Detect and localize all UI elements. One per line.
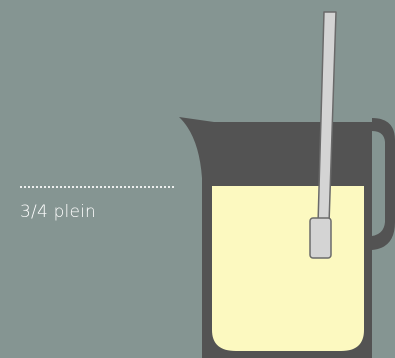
pitcher-handle xyxy=(372,118,395,250)
liquid-fill xyxy=(212,186,364,351)
fill-level-marker xyxy=(20,186,174,188)
fill-level-label: 3/4 plein xyxy=(20,202,96,222)
